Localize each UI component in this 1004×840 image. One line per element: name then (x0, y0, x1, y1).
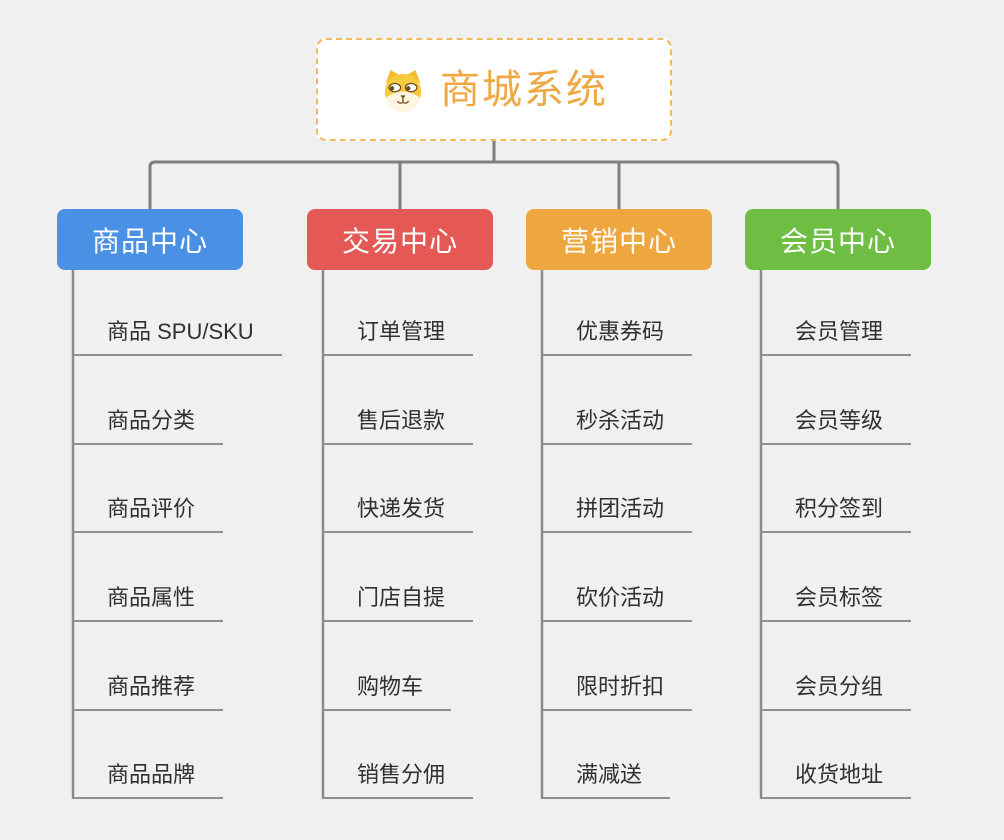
leaf-item[interactable]: 拼团活动 (542, 489, 693, 534)
branch-leaves-trade: 订单管理售后退款快递发货门店自提购物车销售分佣 (323, 312, 474, 800)
branch-label: 交易中心 (341, 225, 458, 257)
leaf-item[interactable]: 会员标签 (761, 578, 912, 623)
leaf-item[interactable]: 商品属性 (73, 578, 224, 623)
leaf-item[interactable]: 销售分佣 (323, 755, 474, 800)
dog-icon (380, 67, 426, 113)
leaf-item[interactable]: 售后退款 (323, 401, 474, 445)
branch-leaves-member: 会员管理会员等级积分签到会员标签会员分组收货地址 (761, 312, 912, 800)
leaf-item[interactable]: 购物车 (323, 667, 452, 711)
leaf-item[interactable]: 会员等级 (761, 401, 912, 445)
branch-label: 营销中心 (560, 225, 677, 257)
branch-leaves-marketing: 优惠券码秒杀活动拼团活动砍价活动限时折扣满减送 (542, 312, 693, 800)
branch-node-marketing[interactable]: 营销中心 (526, 209, 712, 270)
leaf-item[interactable]: 秒杀活动 (542, 401, 693, 445)
root-label: 商城系统 (440, 67, 608, 112)
leaf-item[interactable]: 门店自提 (323, 578, 474, 623)
branch-leaves-product: 商品 SPU/SKU 商品分类商品评价商品属性商品推荐商品品牌 (73, 312, 282, 800)
leaf-item[interactable]: 会员管理 (761, 312, 912, 356)
leaf-item[interactable]: 商品 SPU/SKU (73, 312, 282, 356)
root-node[interactable]: 商城系统 (316, 38, 672, 141)
leaf-item[interactable]: 商品推荐 (73, 667, 224, 711)
leaf-item[interactable]: 积分签到 (761, 489, 912, 534)
leaf-item[interactable]: 会员分组 (761, 667, 912, 711)
branch-label: 商品中心 (91, 225, 208, 257)
leaf-item[interactable]: 快递发货 (323, 489, 474, 534)
leaf-item[interactable]: 商品分类 (73, 401, 224, 445)
branch-node-product[interactable]: 商品中心 (57, 209, 243, 270)
leaf-item[interactable]: 砍价活动 (542, 578, 693, 623)
leaf-item[interactable]: 订单管理 (323, 312, 474, 356)
branch-node-member[interactable]: 会员中心 (745, 209, 931, 270)
leaf-item[interactable]: 满减送 (542, 755, 671, 800)
leaf-item[interactable]: 商品评价 (73, 489, 224, 534)
leaf-item[interactable]: 收货地址 (761, 755, 912, 800)
leaf-item[interactable]: 优惠券码 (542, 312, 693, 356)
branch-node-trade[interactable]: 交易中心 (307, 209, 493, 270)
leaf-item[interactable]: 限时折扣 (542, 667, 693, 711)
branch-label: 会员中心 (779, 225, 896, 257)
leaf-item[interactable]: 商品品牌 (73, 755, 224, 800)
